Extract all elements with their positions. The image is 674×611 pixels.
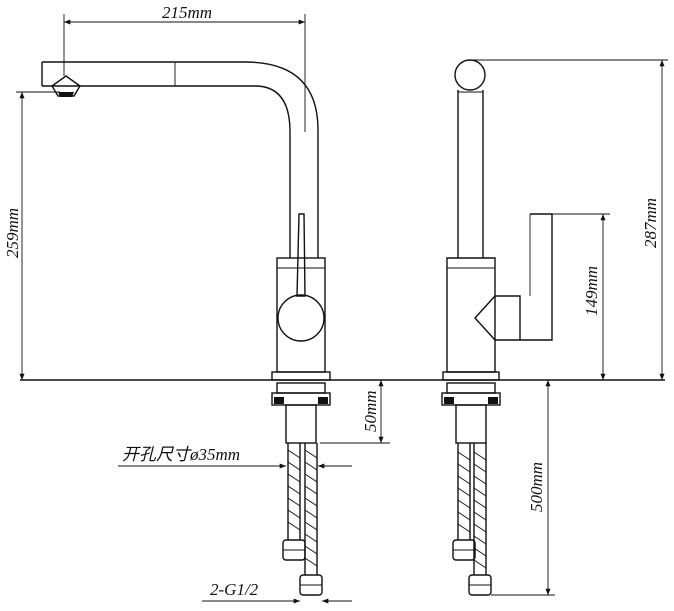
faucet-side-view <box>441 59 553 596</box>
connection-callout: 2-G1/2 <box>202 580 352 604</box>
hole-size-label: 开孔尺寸ø35mm <box>122 445 240 464</box>
dimension-spout-reach: 215mm <box>63 3 306 132</box>
spout-height-label: 259mm <box>3 208 22 258</box>
dimension-spout-height: 259mm <box>3 91 60 380</box>
spout-reach-label: 215mm <box>162 3 212 22</box>
dimension-handle-height: 149mm <box>552 213 610 380</box>
dimension-hose-length: 500mm <box>491 380 555 596</box>
shank-length-label: 50mm <box>361 390 380 432</box>
handle-height-label: 149mm <box>582 266 601 316</box>
faucet-front-view <box>41 61 331 596</box>
hole-size-callout: 开孔尺寸ø35mm <box>118 445 352 469</box>
dimension-shank-length: 50mm <box>320 380 390 444</box>
dimension-total-height: 287mm <box>470 59 668 380</box>
connection-label: 2-G1/2 <box>210 580 259 599</box>
total-height-label: 287mm <box>641 198 660 248</box>
hose-length-label: 500mm <box>527 462 546 512</box>
